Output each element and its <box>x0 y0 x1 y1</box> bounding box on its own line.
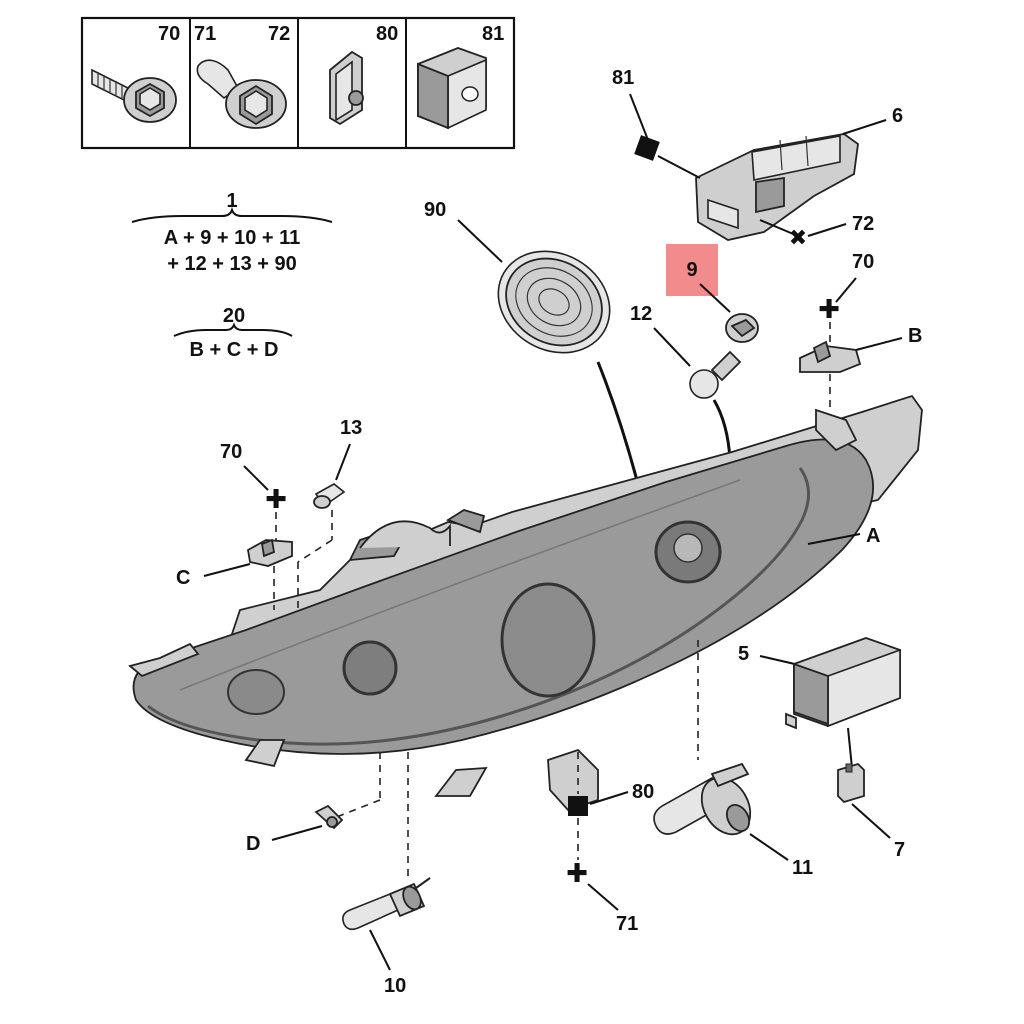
callout-9: 9 <box>686 259 697 281</box>
bulb-10 <box>342 877 431 931</box>
bulb-12 <box>689 350 742 399</box>
screw-71-marker-icon: ✚ <box>566 859 588 889</box>
module-5 <box>785 637 901 730</box>
callout-81-top: 81 <box>612 67 634 89</box>
callout-5: 5 <box>738 643 749 665</box>
clip-80-marker <box>568 796 588 816</box>
inset-label-81: 81 <box>482 23 504 45</box>
bracket-C <box>247 538 293 567</box>
screw-72-marker-icon: ✖ <box>789 226 807 251</box>
callout-71: 71 <box>616 913 638 935</box>
assembly-formula-1: 1 A + 9 + 10 + 11 + 12 + 13 + 90 <box>131 190 333 275</box>
callout-10: 10 <box>384 975 406 997</box>
inset-label-72: 72 <box>268 23 290 45</box>
callout-90: 90 <box>424 199 446 221</box>
callout-13: 13 <box>340 417 362 439</box>
callout-D: D <box>246 833 260 855</box>
formula-20-line1: B + C + D <box>190 339 279 361</box>
fastener-inset-box: 70 71 72 80 81 <box>80 16 516 150</box>
bulb-11 <box>653 762 752 836</box>
callout-80: 80 <box>632 781 654 803</box>
inset-label-80: 80 <box>376 23 398 45</box>
bulb-holder-9 <box>725 313 759 343</box>
callout-7: 7 <box>894 839 905 861</box>
bracket-6 <box>695 133 859 241</box>
screw-70-right-marker-icon: ✚ <box>818 295 840 325</box>
highlighted-part-9-box <box>666 244 718 296</box>
inset-label-70: 70 <box>158 23 180 45</box>
callout-72: 72 <box>852 213 874 235</box>
callout-C: C <box>176 567 190 589</box>
callout-70-left: 70 <box>220 441 242 463</box>
formula-1-line1: A + 9 + 10 + 11 <box>164 227 301 249</box>
formula-20-head: 20 <box>223 305 245 327</box>
bracket-D <box>314 804 344 830</box>
callout-B: B <box>908 325 922 347</box>
cage-nut-81-illustration <box>417 47 487 130</box>
screw-70-illustration <box>91 68 177 123</box>
formula-1-head: 1 <box>226 190 237 212</box>
cover-cap-90 <box>497 250 611 354</box>
bulb-13 <box>313 483 346 509</box>
callout-A: A <box>866 525 880 547</box>
clip-80-illustration <box>329 50 364 126</box>
formula-1-line2: + 12 + 13 + 90 <box>167 253 297 275</box>
cage-nut-81-marker <box>634 135 660 161</box>
callout-70-right: 70 <box>852 251 874 273</box>
inset-label-71: 71 <box>194 23 216 45</box>
connector-7 <box>837 762 865 804</box>
bracket-B <box>799 340 862 373</box>
assembly-formula-20: 20 B + C + D <box>173 305 293 361</box>
callout-6: 6 <box>892 105 903 127</box>
screw-71-72-illustration <box>196 59 287 129</box>
callout-11: 11 <box>792 857 813 879</box>
callout-12: 12 <box>630 303 652 325</box>
headlamp-housing-A <box>128 394 923 812</box>
screw-70-left-marker-icon: ✚ <box>265 485 287 515</box>
